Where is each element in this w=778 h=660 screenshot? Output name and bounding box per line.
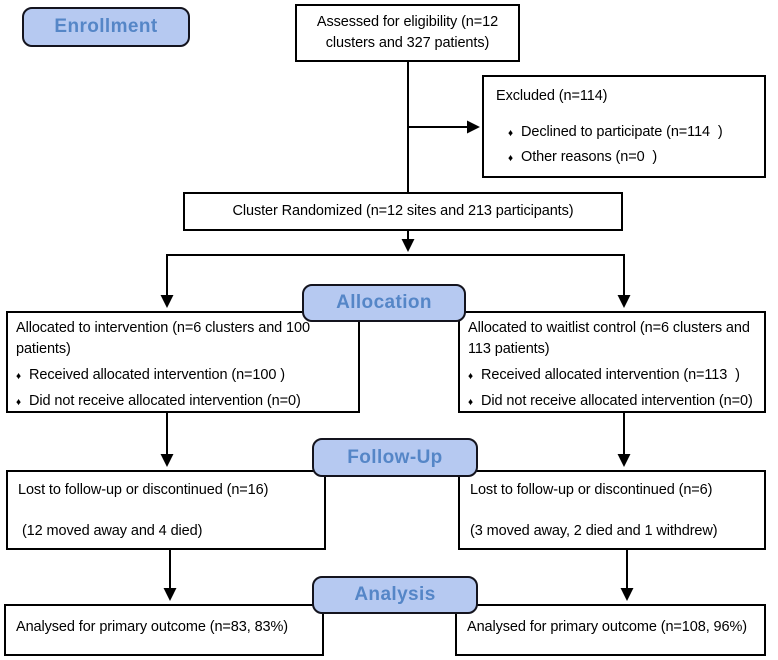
list-item: ♦ Received allocated intervention (n=100…: [16, 365, 350, 386]
allocated-waitlist-bullet-list: ♦ Received allocated intervention (n=113…: [468, 365, 756, 412]
did-not-receive-intervention-text: Did not receive allocated intervention (…: [29, 393, 301, 410]
allocated-intervention-box: Allocated to intervention (n=6 clusters …: [6, 311, 360, 413]
received-intervention-text: Received allocated intervention (n=113 ): [481, 367, 740, 384]
analysed-intervention-text: Analysed for primary outcome (n=83, 83%): [16, 619, 289, 635]
lost-to-followup-intervention-box: Lost to follow-up or discontinued (n=16)…: [6, 470, 326, 550]
lost-to-followup-waitlist-box: Lost to follow-up or discontinued (n=6) …: [458, 470, 766, 550]
diamond-bullet-icon: ♦: [508, 128, 514, 140]
analysed-intervention-box: Analysed for primary outcome (n=83, 83%): [4, 604, 324, 656]
lost-to-followup-waitlist-detail: (3 moved away, 2 died and 1 withdrew): [470, 523, 718, 540]
allocated-intervention-title: Allocated to intervention (n=6 clusters …: [16, 320, 314, 358]
list-item: ♦ Declined to participate (n=114 ): [508, 122, 756, 143]
stage-label-analysis: Analysis: [312, 576, 478, 614]
did-not-receive-intervention-text: Did not receive allocated intervention (…: [481, 393, 753, 410]
lost-to-followup-waitlist-title: Lost to follow-up or discontinued (n=6): [470, 482, 713, 498]
excluded-title: Excluded (n=114): [496, 88, 608, 104]
received-intervention-text: Received allocated intervention (n=100 ): [29, 367, 285, 384]
diamond-bullet-icon: ♦: [16, 371, 22, 383]
list-item: ♦ Received allocated intervention (n=113…: [468, 365, 756, 386]
diamond-bullet-icon: ♦: [468, 397, 474, 409]
allocated-intervention-bullet-list: ♦ Received allocated intervention (n=100…: [16, 365, 350, 412]
assessed-eligibility-text: Assessed for eligibility (n=12 clusters …: [316, 13, 503, 51]
allocated-waitlist-control-title: Allocated to waitlist control (n=6 clust…: [468, 320, 754, 358]
excluded-other-reasons-text: Other reasons (n=0 ): [521, 149, 658, 166]
lost-to-followup-intervention-detail: (12 moved away and 4 died): [18, 523, 203, 540]
diamond-bullet-icon: ♦: [468, 371, 474, 383]
analysed-waitlist-box: Analysed for primary outcome (n=108, 96%…: [455, 604, 766, 656]
assessed-eligibility-box: Assessed for eligibility (n=12 clusters …: [295, 4, 520, 62]
analysed-waitlist-text: Analysed for primary outcome (n=108, 96%…: [467, 619, 747, 635]
diamond-bullet-icon: ♦: [16, 397, 22, 409]
cluster-randomized-text: Cluster Randomized (n=12 sites and 213 p…: [232, 202, 574, 219]
stage-label-enrollment: Enrollment: [22, 7, 190, 47]
stage-label-allocation: Allocation: [302, 284, 466, 322]
allocated-waitlist-control-box: Allocated to waitlist control (n=6 clust…: [458, 311, 766, 413]
stage-label-follow-up: Follow-Up: [312, 438, 478, 477]
diamond-bullet-icon: ♦: [508, 153, 514, 165]
list-item: ♦ Other reasons (n=0 ): [508, 147, 756, 168]
excluded-declined-text: Declined to participate (n=114 ): [521, 124, 723, 141]
excluded-bullet-list: ♦ Declined to participate (n=114 ) ♦ Oth…: [496, 122, 756, 168]
list-item: ♦ Did not receive allocated intervention…: [468, 391, 756, 412]
lost-to-followup-intervention-title: Lost to follow-up or discontinued (n=16): [18, 482, 269, 498]
list-item: ♦ Did not receive allocated intervention…: [16, 391, 350, 412]
excluded-box: Excluded (n=114) ♦ Declined to participa…: [482, 75, 766, 178]
cluster-randomized-box: Cluster Randomized (n=12 sites and 213 p…: [183, 192, 623, 231]
